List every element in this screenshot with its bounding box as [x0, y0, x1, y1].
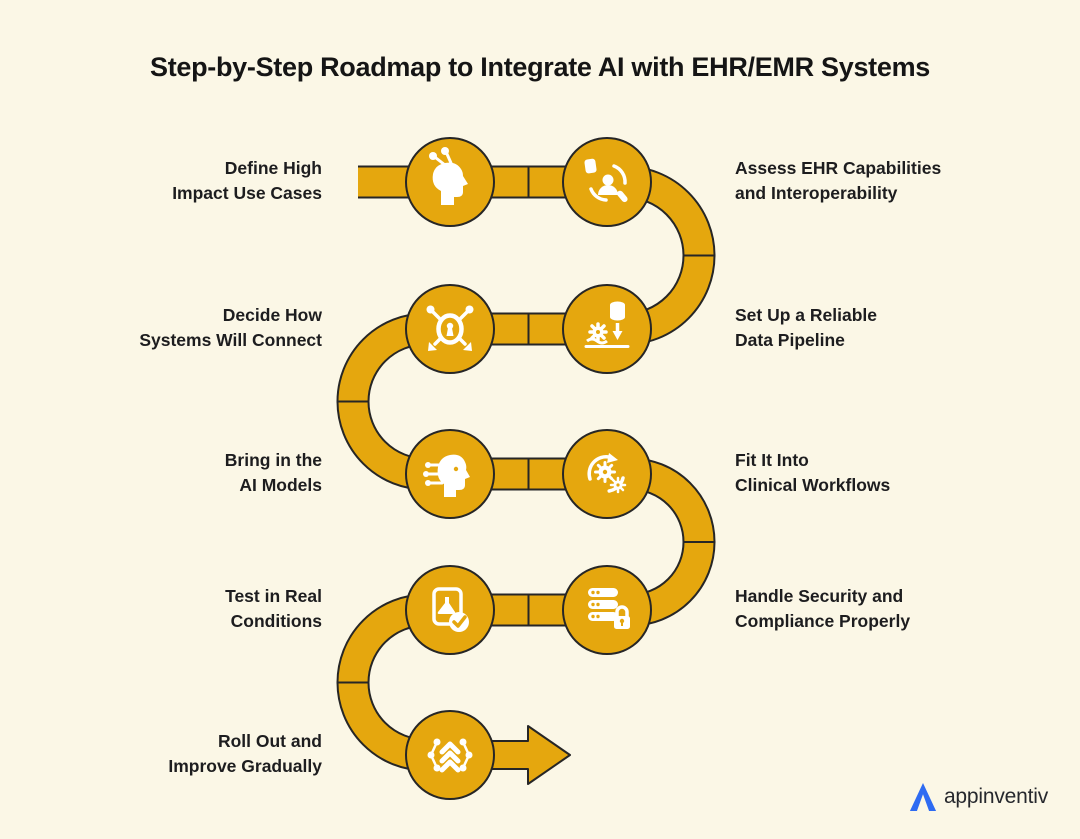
step-label-line: Impact Use Cases — [172, 182, 322, 203]
step-label-ai-models: Bring in the AI Models — [62, 448, 322, 497]
brand-logo-text: appinventiv — [943, 785, 1048, 808]
step-label-line: Bring in the — [224, 450, 322, 470]
step-label-line: Set Up a Reliable — [735, 305, 877, 325]
step-label-line: Compliance Properly — [735, 610, 911, 631]
step-label-line: Roll Out and — [217, 731, 322, 751]
step-label-line: Test in Real — [225, 586, 322, 606]
step-label-line: Decide How — [222, 305, 322, 325]
step-label-line: Data Pipeline — [735, 329, 845, 350]
step-label-line: Assess EHR Capabilities — [735, 158, 942, 178]
security-compliance-icon — [588, 588, 630, 629]
step-label-line: Handle Security and — [735, 586, 904, 606]
step-label-clinical-workflows: Fit It Into Clinical Workflows — [735, 448, 1035, 497]
rollout-icon — [427, 738, 473, 773]
step-label-assess-capabilities: Assess EHR Capabilities and Interoperabi… — [735, 156, 1035, 205]
brand-logo: appinventiv — [909, 781, 1048, 813]
step-label-line: Define High — [224, 158, 322, 178]
step-label-line: Clinical Workflows — [735, 474, 891, 495]
systems-connect-icon — [426, 305, 474, 351]
step-label-line: Conditions — [230, 610, 322, 631]
ai-models-icon — [423, 454, 470, 497]
step-circle — [562, 284, 652, 374]
step-label-line: AI Models — [239, 474, 322, 495]
data-pipeline-icon — [584, 301, 630, 348]
step-label-line: Systems Will Connect — [139, 329, 322, 350]
step-circle — [562, 565, 652, 655]
clinical-workflows-icon — [587, 453, 627, 494]
step-label-define-use-cases: Define High Impact Use Cases — [62, 156, 322, 205]
step-label-systems-connect: Decide How Systems Will Connect — [62, 303, 322, 352]
step-label-line: Improve Gradually — [168, 755, 322, 776]
step-label-security-compliance: Handle Security and Compliance Properly — [735, 584, 1035, 633]
appinventiv-logo-icon — [909, 783, 937, 811]
assess-capabilities-icon — [584, 158, 628, 203]
step-label-line: Fit It Into — [735, 450, 809, 470]
path-dividers — [336, 166, 716, 684]
step-label-rollout: Roll Out and Improve Gradually — [62, 729, 322, 778]
page-title: Step-by-Step Roadmap to Integrate AI wit… — [149, 52, 930, 82]
mind-use-cases-icon — [429, 147, 468, 205]
step-label-data-pipeline: Set Up a Reliable Data Pipeline — [735, 303, 1035, 352]
step-label-testing: Test in Real Conditions — [62, 584, 322, 633]
testing-icon — [432, 587, 469, 632]
step-label-line: and Interoperability — [735, 182, 898, 203]
